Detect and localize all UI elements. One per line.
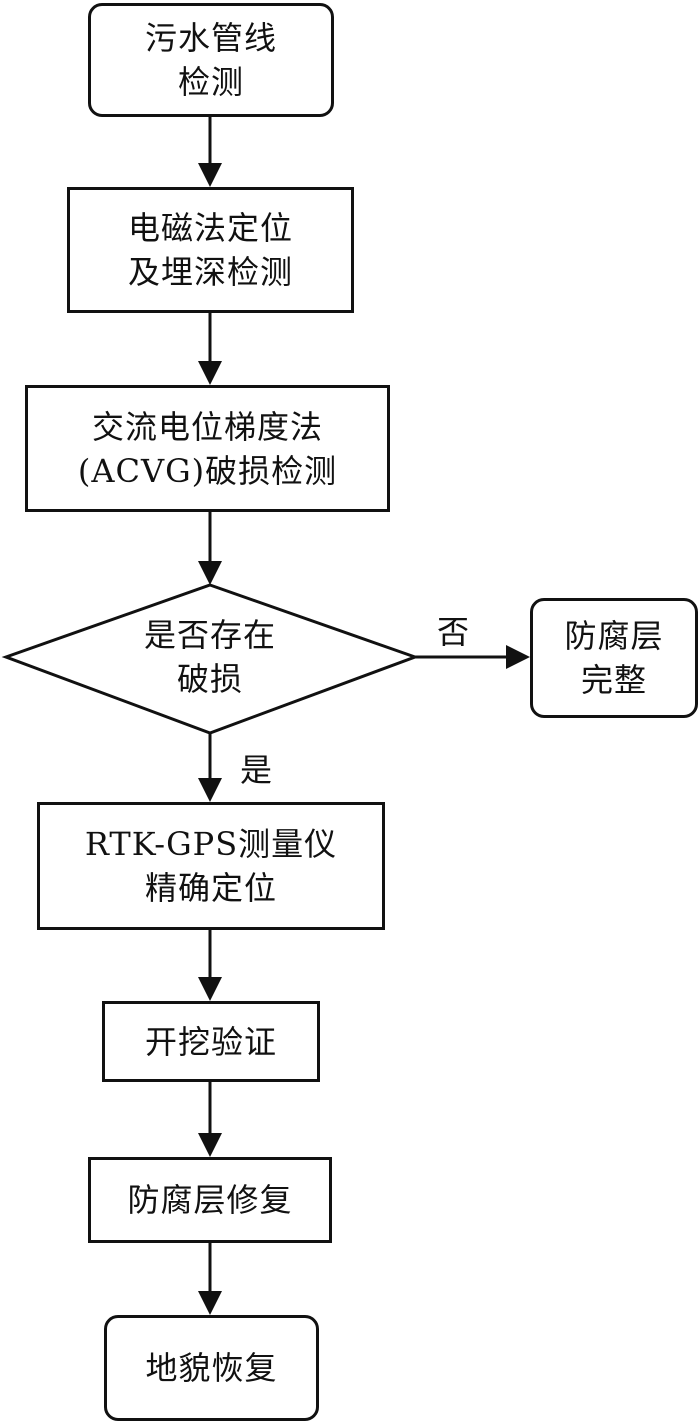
arrowhead-sewer-to-em [198,163,222,187]
node-landform-restore-label: 地貌恢复 [145,1349,278,1387]
node-rtk-gps: RTK-GPS测量仪 精确定位 [37,802,385,930]
node-coating-repair-label: 防腐层修复 [127,1181,293,1219]
node-excavation-label: 开挖验证 [144,1022,277,1061]
node-landform-restore: 地貌恢复 [104,1315,319,1421]
node-excavation: 开挖验证 [102,1001,320,1082]
arrowhead-em-to-acvg [198,361,222,385]
node-sewer-inspection: 污水管线 检测 [88,3,334,117]
node-coating-intact-label: 防腐层 完整 [564,617,664,699]
node-coating-intact: 防腐层 完整 [530,598,698,718]
arrowhead-decision-yes [198,778,222,802]
node-acvg-detection: 交流电位梯度法 (ACVG)破损检测 [25,385,390,512]
arrowhead-excavation-to-repair [198,1133,222,1157]
node-em-locating-label: 电磁法定位 及埋深检测 [127,209,293,291]
arrowhead-decision-no [506,645,530,669]
arrowhead-repair-to-restore [198,1291,222,1315]
node-acvg-detection-label: 交流电位梯度法 (ACVG)破损检测 [77,407,338,490]
node-em-locating: 电磁法定位 及埋深检测 [67,187,354,313]
edge-label-no: 否 [437,613,470,651]
arrowhead-acvg-to-decision [198,561,222,585]
node-sewer-inspection-label: 污水管线 检测 [144,19,277,101]
edge-label-yes: 是 [240,751,273,789]
decision-label: 是否存在 破损 [143,616,276,698]
arrowhead-rtk-to-excavation [198,977,222,1001]
node-coating-repair: 防腐层修复 [88,1157,332,1243]
node-rtk-gps-label: RTK-GPS测量仪 精确定位 [84,825,338,907]
